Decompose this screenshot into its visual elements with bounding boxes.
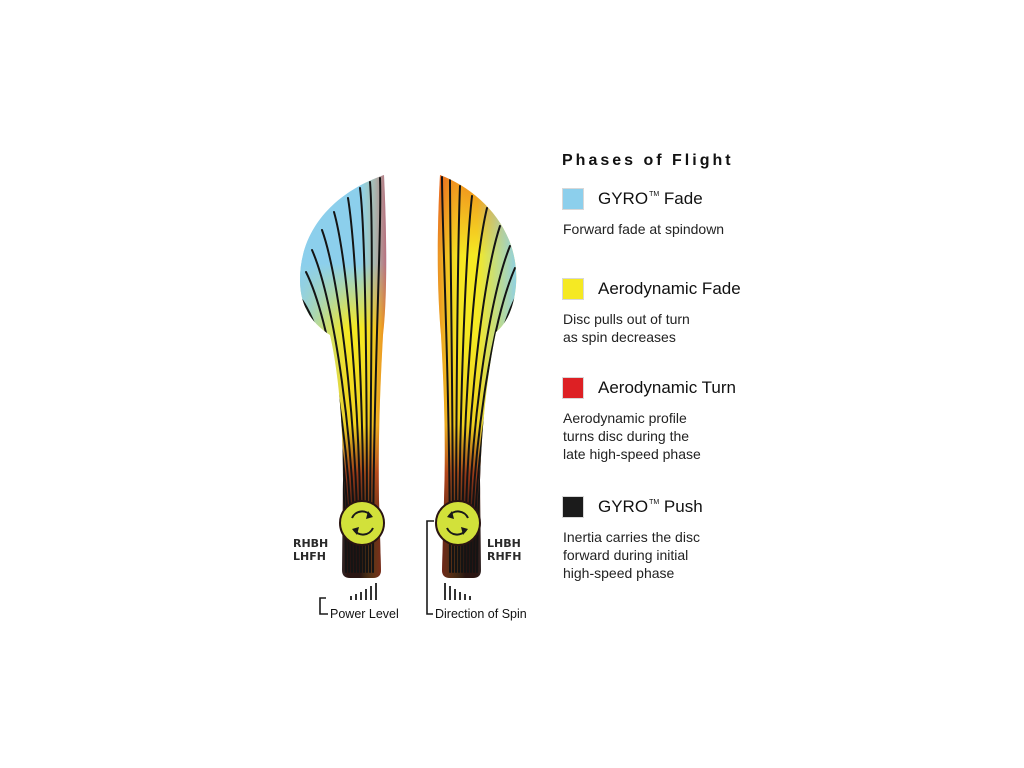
legend-item-description: Inertia carries the disc forward during … [563, 529, 700, 581]
swatch-aerodynamic-turn [562, 377, 584, 399]
power-level-bracket [319, 597, 328, 615]
legend-title: Phases of Flight [562, 152, 734, 169]
swatch-gyro-push [562, 496, 584, 518]
left-throw-label-1: RHBH [293, 537, 328, 550]
legend-item-name: GYROTM Fade [598, 189, 703, 208]
right-throw-label-2: RHFH [487, 550, 521, 563]
legend-item-name: Aerodynamic Fade [598, 279, 741, 298]
legend-item-name: Aerodynamic Turn [598, 378, 736, 397]
legend-item-name: GYROTM Push [598, 497, 703, 516]
right-throw-label-1: LHBH [487, 537, 521, 550]
direction-of-spin-bracket [426, 520, 434, 615]
legend-item-description: Aerodynamic profile turns disc during th… [563, 410, 701, 462]
legend-item-description: Disc pulls out of turn as spin decreases [563, 311, 690, 345]
phases-legend: Phases of Flight GYROTM Fade Forward fad… [562, 152, 802, 581]
left-throw-label-2: LHFH [293, 550, 326, 563]
direction-of-spin-bars [444, 583, 471, 600]
legend-item-description: Forward fade at spindown [563, 221, 725, 237]
swatch-gyro-fade [562, 188, 584, 210]
right-spin-indicator [435, 500, 481, 546]
swatch-aerodynamic-fade [562, 278, 584, 300]
direction-of-spin-label: Direction of Spin [435, 607, 527, 621]
power-level-bars [350, 583, 377, 600]
power-level-label: Power Level [330, 607, 399, 621]
left-spin-indicator [339, 500, 385, 546]
left-flight-ribbon [300, 175, 387, 578]
right-flight-ribbon [435, 175, 517, 578]
